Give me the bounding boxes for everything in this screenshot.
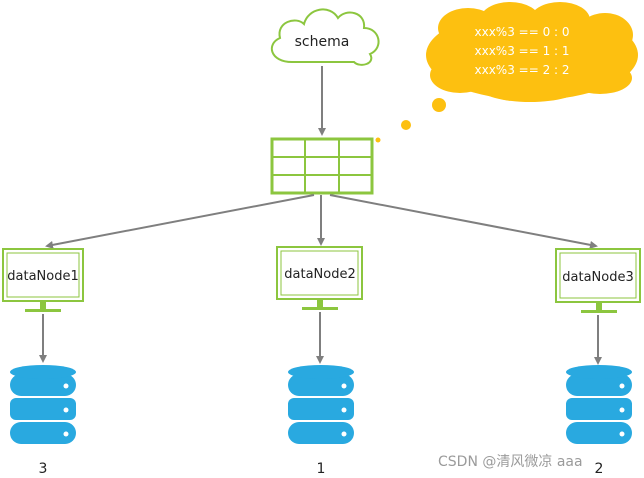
routing-table-icon <box>270 137 374 195</box>
thought-dot-small <box>375 137 381 143</box>
data-node-3: dataNode3 <box>555 248 641 313</box>
database-icon-1: 3 <box>10 365 76 477</box>
database-2-label: 1 <box>317 461 326 477</box>
rule-line-1: xxx%3 == 1 : 1 <box>474 44 569 58</box>
rule-line-2: xxx%3 == 2 : 2 <box>474 63 569 77</box>
data-node-3-label: dataNode3 <box>562 270 633 285</box>
database-1-label: 3 <box>39 461 48 477</box>
thought-dot-medium <box>401 120 411 130</box>
data-node-1-label: dataNode1 <box>7 269 78 284</box>
thought-dot-large <box>432 98 446 112</box>
thought-bubble: xxx%3 == 0 : 0 xxx%3 == 1 : 1 xxx%3 == 2… <box>426 2 638 102</box>
database-icon-3: 2 <box>566 365 632 477</box>
schema-cloud: schema <box>270 8 380 66</box>
database-icon-2: 1 <box>288 365 354 477</box>
rule-line-0: xxx%3 == 0 : 0 <box>474 25 569 39</box>
data-node-1: dataNode1 <box>2 248 84 312</box>
data-node-2: dataNode2 <box>276 246 363 310</box>
arrow-table-to-node3 <box>329 194 598 249</box>
data-node-2-label: dataNode2 <box>284 267 355 282</box>
database-3-label: 2 <box>595 461 604 477</box>
arrow-table-to-node1 <box>45 194 315 249</box>
schema-label: schema <box>295 34 350 50</box>
watermark: CSDN @清风微凉 aaa <box>438 454 583 470</box>
